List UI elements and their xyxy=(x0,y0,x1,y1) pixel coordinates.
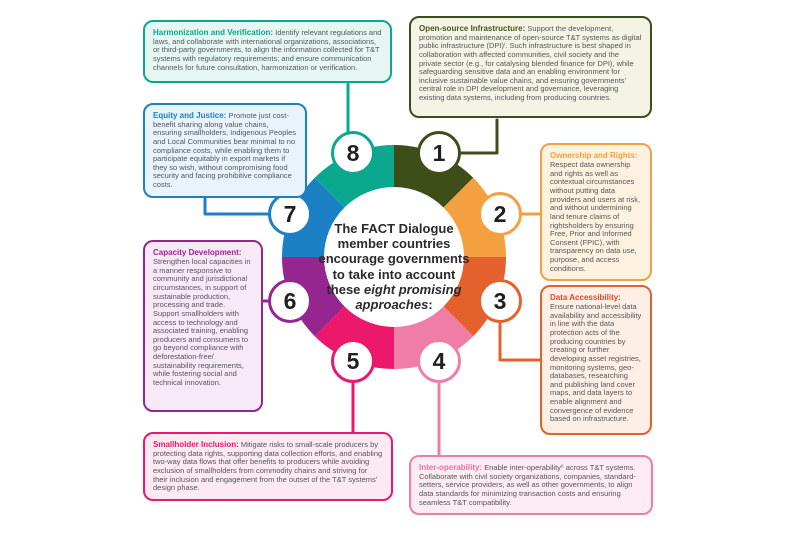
approach-box-harmonization-and-verification: Harmonization and Verification: Identify… xyxy=(143,20,392,83)
approach-description: Mitigate risks to small-scale producers … xyxy=(153,440,383,493)
badge-number-label: 7 xyxy=(283,200,297,227)
wheel-segment-8 xyxy=(314,145,394,208)
center-statement-text: The FACT Dialogue member countries encou… xyxy=(318,221,470,297)
wheel-segments xyxy=(282,145,506,369)
approach-title: Open-source Infrastructure: xyxy=(419,24,526,33)
badge-number-label: 3 xyxy=(493,287,507,314)
approach-box-capacity-development: Capacity Development: Strengthen local c… xyxy=(143,240,263,412)
approach-description: Enable inter-operabilityⁱⁱ across T&T sy… xyxy=(419,463,636,507)
approach-title: Ownership and Rights: xyxy=(550,151,638,160)
approach-box-equity-and-justice: Equity and Justice: Promote just cost-be… xyxy=(143,103,307,198)
approach-title: Equity and Justice: xyxy=(153,111,227,120)
approach-description: Respect data ownership and rights as wel… xyxy=(550,160,641,273)
approach-title: Smallholder Inclusion: xyxy=(153,440,239,449)
approach-box-smallholder-inclusion: Smallholder Inclusion: Mitigate risks to… xyxy=(143,432,393,501)
approach-number-badge-2: 2 xyxy=(478,192,522,236)
wheel-segment-2 xyxy=(443,177,506,257)
approach-description: Identify relevant regulations and laws, … xyxy=(153,28,382,72)
approach-number-badge-1: 1 xyxy=(417,131,461,175)
center-statement: The FACT Dialogue member countries encou… xyxy=(314,221,474,312)
approach-number-badge-4: 4 xyxy=(417,339,461,383)
approach-box-data-accessibility: Data Accessibility: Ensure national-leve… xyxy=(540,285,652,435)
approach-title: Harmonization and Verification: xyxy=(153,28,274,37)
approach-title: Inter-operability: xyxy=(419,463,483,472)
center-statement-emphasis: eight promising approaches xyxy=(355,281,462,313)
connector-1 xyxy=(458,118,499,155)
badge-number-label: 6 xyxy=(283,287,297,314)
wheel-segment-7 xyxy=(282,177,345,257)
badge-number-label: 5 xyxy=(346,347,360,374)
badge-number-label: 1 xyxy=(432,139,446,166)
approach-number-badge-3: 3 xyxy=(478,279,522,323)
approach-title: Capacity Development: xyxy=(153,248,242,257)
wheel-segment-3 xyxy=(443,257,506,337)
approach-description: Support the development, promotion and m… xyxy=(419,24,642,102)
wheel-segment-1 xyxy=(394,145,474,208)
connector-3 xyxy=(498,320,543,362)
center-statement-colon: : xyxy=(428,297,433,313)
wheel-segment-6 xyxy=(282,257,345,337)
approach-number-badge-7: 7 xyxy=(268,192,312,236)
badge-number-label: 2 xyxy=(493,200,507,227)
badge-number-label: 8 xyxy=(346,139,360,166)
approach-box-ownership-and-rights: Ownership and Rights: Respect data owner… xyxy=(540,143,652,282)
wheel-segment-5 xyxy=(314,306,394,369)
approach-box-inter-operability: Inter-operability: Enable inter-operabil… xyxy=(409,455,653,516)
approach-title: Data Accessibility: xyxy=(550,293,621,302)
connector-7 xyxy=(203,192,272,216)
approach-number-badge-6: 6 xyxy=(268,279,312,323)
approach-description: Strengthen local capacities in a manner … xyxy=(153,257,251,387)
wheel-segment-4 xyxy=(394,306,474,369)
approach-number-badge-5: 5 xyxy=(331,339,375,383)
badge-number-label: 4 xyxy=(432,347,446,374)
approach-box-open-source-infrastructure: Open-source Infrastructure: Support the … xyxy=(409,16,652,118)
approach-number-badge-8: 8 xyxy=(331,131,375,175)
approach-description: Promote just cost-benefit sharing along … xyxy=(153,111,297,189)
approach-description: Ensure national-level data availability … xyxy=(550,302,642,424)
